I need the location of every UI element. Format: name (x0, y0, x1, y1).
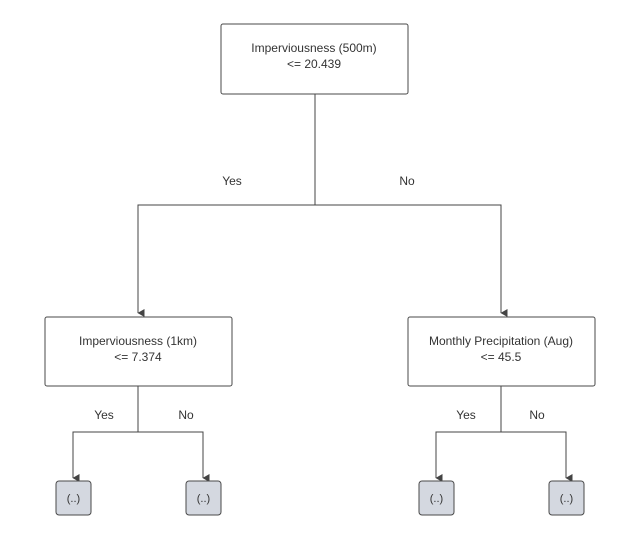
edge-right-no (501, 431, 573, 482)
root-node-condition: <= 20.439 (287, 57, 341, 71)
edge-root-no (315, 204, 508, 317)
right-node-box (407, 316, 596, 387)
root-yes-label: Yes (222, 174, 242, 188)
leaf-right-yes-box (418, 480, 455, 516)
edge-left-yes (72, 431, 138, 482)
edge-root-yes (137, 204, 315, 317)
leaf-right-no-box (548, 480, 585, 516)
leaf-left-no-box (185, 480, 222, 516)
left-no-label: No (178, 408, 194, 422)
right-yes-label: Yes (456, 408, 476, 422)
right-node-condition: <= 45.5 (481, 350, 522, 364)
right-no-label: No (529, 408, 545, 422)
leaf-right-yes-label: (..) (430, 493, 443, 505)
left-node-feature: Imperviousness (1km) (79, 334, 197, 348)
right-node-feature: Monthly Precipitation (Aug) (429, 334, 573, 348)
leaf-left-no: (..) (185, 480, 222, 516)
root-node: Imperviousness (500m) <= 20.439 (220, 23, 409, 95)
leaf-left-yes: (..) (55, 480, 92, 516)
left-node: Imperviousness (1km) <= 7.374 (44, 316, 233, 387)
root-node-feature: Imperviousness (500m) (251, 41, 376, 55)
leaf-left-yes-label: (..) (67, 493, 80, 505)
right-node: Monthly Precipitation (Aug) <= 45.5 (407, 316, 596, 387)
left-node-condition: <= 7.374 (114, 350, 162, 364)
leaf-right-no: (..) (548, 480, 585, 516)
left-node-box (44, 316, 233, 387)
root-no-label: No (399, 174, 415, 188)
edges (72, 94, 573, 482)
edge-right-yes (435, 431, 501, 482)
leaf-left-yes-box (55, 480, 92, 516)
edge-left-no (138, 431, 210, 482)
leaf-right-no-label: (..) (560, 493, 573, 505)
root-node-box (220, 23, 409, 95)
leaf-left-no-label: (..) (197, 493, 210, 505)
leaf-right-yes: (..) (418, 480, 455, 516)
left-yes-label: Yes (94, 408, 114, 422)
